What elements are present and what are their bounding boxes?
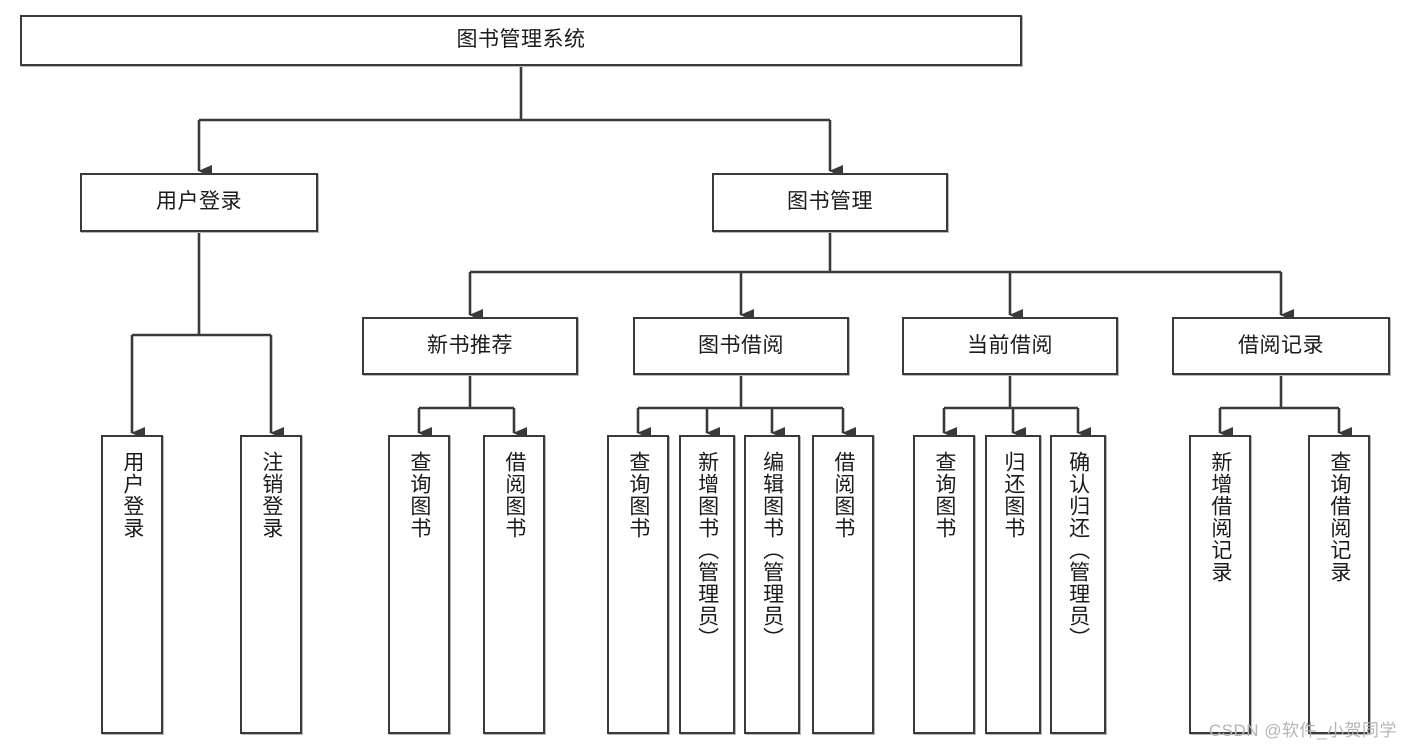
node-current-borrow[interactable]: 当前借阅 xyxy=(902,317,1118,375)
node-label: 注销登录 xyxy=(259,451,283,539)
node-leaf-borrow-query[interactable]: 查询图书 xyxy=(607,435,669,734)
node-leaf-borrow-lend[interactable]: 借阅图书 xyxy=(812,435,874,734)
node-leaf-cur-return[interactable]: 归还图书 xyxy=(985,435,1041,734)
node-book-borrow[interactable]: 图书借阅 xyxy=(633,317,849,375)
node-leaf-rec-add[interactable]: 新增借阅记录 xyxy=(1189,435,1251,734)
node-leaf-rec-borrow[interactable]: 借阅图书 xyxy=(483,435,545,734)
node-label: 用户登录 xyxy=(156,190,242,214)
node-label: 查询图书 xyxy=(626,451,650,539)
watermark-text: CSDN @软件_小贺同学 xyxy=(1208,721,1397,740)
node-leaf-user-login[interactable]: 用户登录 xyxy=(101,435,163,734)
node-borrow-record[interactable]: 借阅记录 xyxy=(1172,317,1390,375)
node-label: 用户登录 xyxy=(120,451,144,539)
node-label: 查询借阅记录 xyxy=(1327,451,1351,583)
node-label: 新增图书（管理员） xyxy=(695,451,719,649)
node-label: 查询图书 xyxy=(407,451,431,539)
node-label: 图书管理系统 xyxy=(456,28,586,52)
node-label: 编辑图书（管理员） xyxy=(760,451,784,649)
node-label: 确认归还（管理员） xyxy=(1066,451,1090,649)
node-leaf-user-logout[interactable]: 注销登录 xyxy=(240,435,302,734)
node-leaf-borrow-edit[interactable]: 编辑图书（管理员） xyxy=(744,435,800,734)
node-label: 新增借阅记录 xyxy=(1208,451,1232,583)
node-leaf-rec-query2[interactable]: 查询借阅记录 xyxy=(1308,435,1370,734)
node-label: 借阅图书 xyxy=(831,451,855,539)
node-new-book-rec[interactable]: 新书推荐 xyxy=(362,317,578,375)
node-label: 图书借阅 xyxy=(698,333,784,357)
node-label: 新书推荐 xyxy=(427,333,513,357)
node-root[interactable]: 图书管理系统 xyxy=(20,15,1022,66)
node-label: 归还图书 xyxy=(1001,451,1025,539)
node-leaf-borrow-add[interactable]: 新增图书（管理员） xyxy=(679,435,735,734)
node-label: 借阅记录 xyxy=(1238,333,1324,357)
node-book-manage[interactable]: 图书管理 xyxy=(712,173,948,232)
node-leaf-rec-query[interactable]: 查询图书 xyxy=(388,435,450,734)
node-leaf-cur-query[interactable]: 查询图书 xyxy=(913,435,975,734)
node-label: 当前借阅 xyxy=(967,333,1053,357)
node-user-login[interactable]: 用户登录 xyxy=(80,173,318,232)
node-label: 查询图书 xyxy=(932,451,956,539)
node-leaf-cur-confirm[interactable]: 确认归还（管理员） xyxy=(1050,435,1106,734)
node-label: 借阅图书 xyxy=(502,451,526,539)
node-label: 图书管理 xyxy=(787,190,873,214)
